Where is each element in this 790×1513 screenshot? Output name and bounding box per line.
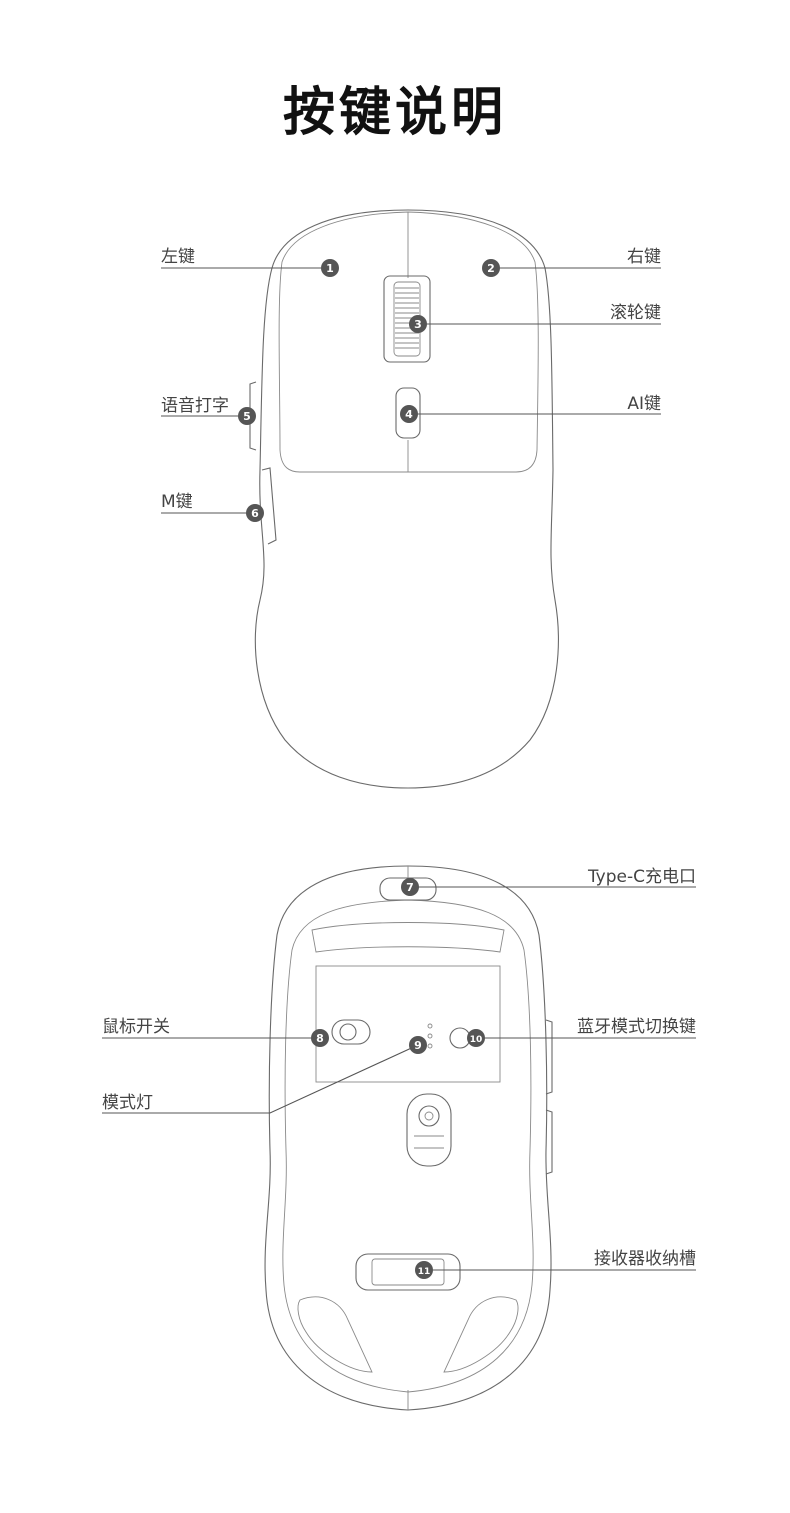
number-text: 3: [414, 318, 422, 331]
bottom-right-glide-pad: [443, 1296, 519, 1373]
number-text: 10: [470, 1035, 483, 1045]
receiver-slot-inner: [371, 1258, 445, 1286]
callout-label: 右键: [627, 247, 661, 267]
scroll-wheel-housing: [383, 275, 431, 363]
bottom-side-button-upper: [545, 1019, 553, 1095]
page-title: 按键说明: [282, 83, 507, 143]
number-text: 5: [243, 410, 251, 423]
number-badge: [415, 1261, 433, 1279]
bottom-side-button-lower: [545, 1109, 553, 1175]
callout-5: 语音打字 5: [161, 396, 256, 425]
power-switch-knob: [339, 1023, 357, 1041]
callout-label: 鼠标开关: [102, 1017, 170, 1037]
callout-label: 蓝牙模式切换键: [577, 1017, 696, 1037]
callout-label: Type-C充电口: [587, 867, 696, 887]
leader-line: [102, 1044, 419, 1114]
number-badge: [311, 1029, 329, 1047]
callout-1: 左键 1: [161, 247, 339, 277]
side-button-m-outline: [261, 467, 277, 545]
bottom-left-glide-pad: [297, 1296, 373, 1373]
number-badge: [400, 405, 418, 423]
ai-button-outline: [395, 387, 421, 439]
number-badge: [409, 315, 427, 333]
callout-4: AI键 4: [400, 394, 661, 423]
callout-3: 滚轮键 3: [409, 303, 661, 333]
power-switch-outline: [331, 1019, 371, 1045]
top-view-button-panel: [278, 211, 539, 473]
mode-light-3: [427, 1043, 433, 1049]
callout-label: AI键: [627, 394, 661, 414]
bottom-view-inner-outline: [282, 899, 534, 1393]
number-text: 6: [251, 507, 259, 520]
number-text: 4: [405, 408, 413, 421]
top-view-body-outline: [254, 209, 559, 789]
sensor-lens: [418, 1105, 440, 1127]
number-text: 2: [487, 262, 495, 275]
bottom-plate: [315, 965, 501, 1083]
mode-light-1: [427, 1023, 433, 1029]
sensor-lens-inner: [424, 1111, 434, 1121]
number-text: 9: [414, 1039, 422, 1052]
mode-light-2: [427, 1033, 433, 1039]
number-badge: [321, 259, 339, 277]
callout-11: 接收器收纳槽 11: [415, 1249, 696, 1279]
callout-label: 左键: [161, 247, 195, 267]
number-badge: [401, 878, 419, 896]
callout-label: 接收器收纳槽: [594, 1249, 696, 1269]
top-glide-pad: [311, 922, 505, 953]
number-text: 7: [406, 881, 414, 894]
mouse-bottom-view: [264, 865, 553, 1411]
number-badge: [246, 504, 264, 522]
callout-2: 右键 2: [482, 247, 661, 277]
number-badge: [482, 259, 500, 277]
number-badge: [409, 1036, 427, 1054]
mouse-top-view: [249, 209, 559, 789]
sensor-housing: [406, 1093, 452, 1167]
callout-label: 滚轮键: [610, 303, 661, 323]
callout-9: 模式灯 9: [102, 1036, 427, 1114]
callout-10: 蓝牙模式切换键 10: [467, 1017, 696, 1047]
callout-8: 鼠标开关 8: [102, 1017, 329, 1047]
number-text: 11: [418, 1267, 431, 1277]
number-text: 8: [316, 1032, 324, 1045]
number-badge: [238, 407, 256, 425]
bottom-view-body-outline: [264, 865, 552, 1411]
callout-7: Type-C充电口 7: [401, 867, 696, 896]
callout-label: 模式灯: [102, 1093, 153, 1113]
callout-6: M键 6: [161, 492, 264, 522]
receiver-slot-outline: [355, 1253, 461, 1291]
callout-label: M键: [161, 492, 193, 512]
number-badge: [467, 1029, 485, 1047]
callout-label: 语音打字: [161, 396, 229, 416]
number-text: 1: [326, 262, 334, 275]
